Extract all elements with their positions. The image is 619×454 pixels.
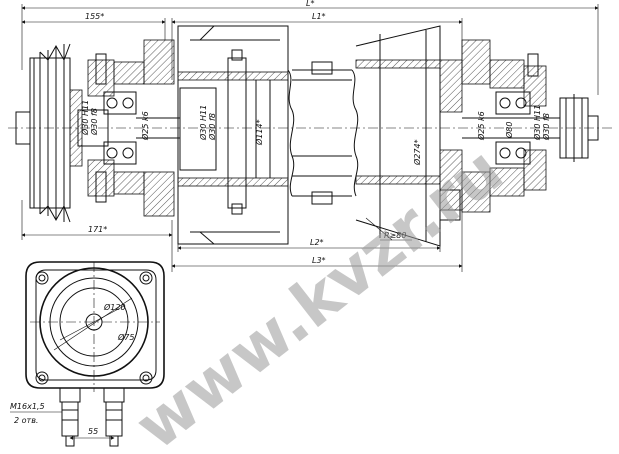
dim-L-label: L* xyxy=(306,0,314,8)
dimension-L: L* xyxy=(21,0,599,95)
label-thread: M16x1,5 xyxy=(10,402,45,411)
label-d114: Ø114* xyxy=(254,119,264,146)
label-spacing: 55 xyxy=(88,427,98,436)
end-view xyxy=(25,261,165,392)
label-d30-f8-inner: Ø30 f8 xyxy=(207,113,217,141)
label-d30-f8-left: Ø30 f8 xyxy=(89,108,99,136)
end-view-fittings xyxy=(59,387,125,447)
dim-L3-label: L3* xyxy=(312,256,326,265)
dimension-171: 171* xyxy=(21,200,173,272)
radius-note: R≥80 xyxy=(365,217,412,241)
label-d80: Ø80 xyxy=(504,122,514,139)
label-d274: Ø274* xyxy=(412,139,422,166)
label-d30-f8-right: Ø30 f8 xyxy=(541,113,551,141)
left-bearing-housing xyxy=(87,39,180,217)
left-diameter-labels: Ø30 H11 Ø30 f8 Ø25 k6 Ø30 H11 Ø30 f8 xyxy=(80,100,217,141)
label-d30-h11-right: Ø30 H11 xyxy=(532,105,542,141)
right-bearing-housing xyxy=(461,39,560,213)
dim-L1-label: L1* xyxy=(312,12,326,21)
dimension-L2: L2* xyxy=(177,238,441,252)
right-diameter-labels: Ø25 k6 Ø80 Ø30 H11 Ø30 f8 xyxy=(476,105,551,141)
dim-L2-label: L2* xyxy=(310,238,324,247)
label-radius: R≥80 xyxy=(384,231,406,240)
label-d120: Ø120 xyxy=(103,302,126,312)
dimension-155: 155* xyxy=(21,12,166,40)
drum-middle-break xyxy=(287,61,359,205)
label-d75: Ø75 xyxy=(117,332,134,342)
dimension-L3: L3* xyxy=(171,210,463,272)
label-d25-k6-left: Ø25 k6 xyxy=(140,111,150,141)
dim-155-label: 155* xyxy=(85,12,104,21)
label-d30-h11-inner: Ø30 H11 xyxy=(198,105,208,141)
dim-171-label: 171* xyxy=(88,225,107,234)
label-count: 2 отв. xyxy=(14,416,38,425)
label-d30-h11-left: Ø30 H11 xyxy=(80,100,90,136)
drum-left-section xyxy=(177,25,289,245)
end-view-notes: M16x1,5 2 отв. 55 xyxy=(10,402,115,440)
label-d25-k6-right: Ø25 k6 xyxy=(476,111,486,141)
